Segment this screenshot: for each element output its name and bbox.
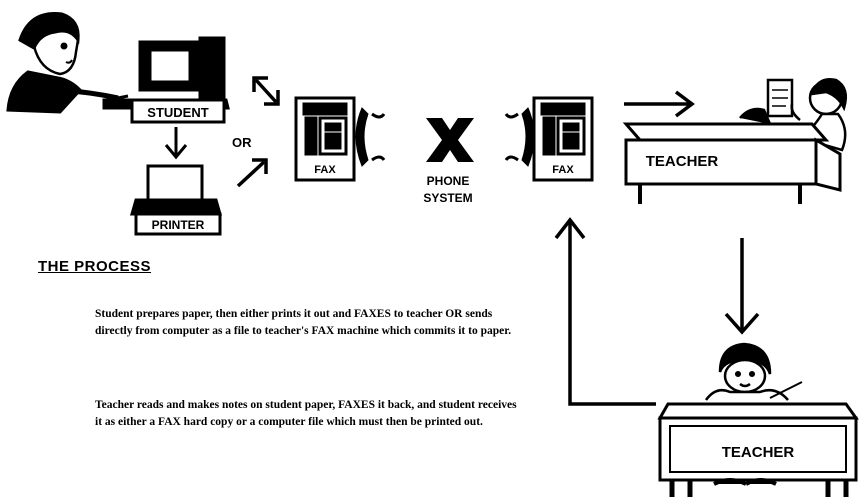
or-label: OR (232, 135, 252, 150)
teacher-top-label: TEACHER (646, 153, 719, 170)
process-heading: THE PROCESS (38, 258, 151, 275)
fax-left-label: FAX (314, 164, 336, 176)
fax-right-label: FAX (552, 164, 574, 176)
printer-label: PRINTER (152, 218, 205, 232)
arrow-icon (238, 160, 266, 186)
teacher-bottom-label: TEACHER (722, 444, 795, 461)
student-label-box: STUDENT (132, 100, 224, 122)
process-paragraph-1: Student prepares paper, then either prin… (95, 306, 525, 340)
svg-text:STUDENT: STUDENT (147, 105, 208, 120)
process-paragraph-2: Teacher reads and makes notes on student… (95, 397, 525, 431)
phone-system-cross-icon (426, 118, 474, 162)
telephone-handset-icon (356, 108, 384, 166)
teacher-figure-icon (706, 344, 802, 400)
arrow-icon (726, 238, 758, 332)
arrow-icon (624, 92, 692, 116)
arrow-icon (254, 78, 278, 104)
arrow-icon (556, 220, 656, 404)
phone-system-label-line2: SYSTEM (423, 191, 472, 205)
telephone-handset-icon (506, 108, 534, 166)
phone-system-label-line1: PHONE (427, 174, 470, 188)
arrow-icon (166, 127, 186, 157)
student-figure-icon (8, 14, 128, 112)
